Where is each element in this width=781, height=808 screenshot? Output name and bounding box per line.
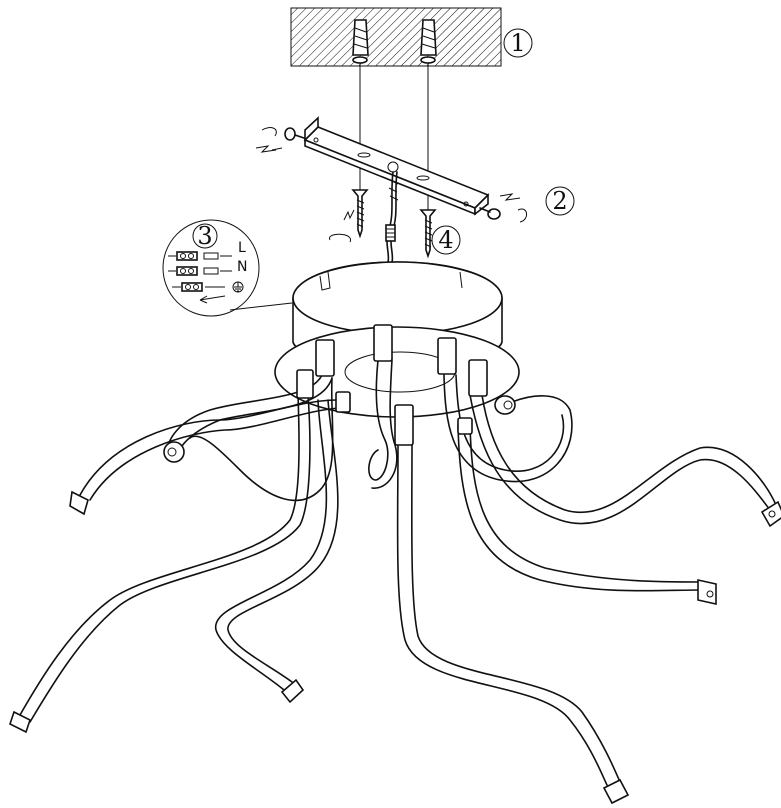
arm-4 <box>69 399 341 516</box>
arm-8 <box>469 394 781 528</box>
mounting-bracket <box>303 116 490 216</box>
arm-6 <box>396 444 630 805</box>
terminal-block-live <box>168 251 232 261</box>
arm-9 <box>457 424 717 605</box>
neutral-label: N <box>237 259 247 275</box>
step-3-number: 3 <box>197 222 212 250</box>
arm-7 <box>443 374 573 483</box>
step-1-number: 1 <box>510 29 525 57</box>
earth-ground-icon <box>232 281 244 293</box>
arm-2 <box>9 394 311 734</box>
step-4-marker: 4 <box>431 225 461 255</box>
wood-screw-left <box>329 189 369 243</box>
step-2-number: 2 <box>552 187 567 215</box>
wall-plug-left <box>352 19 369 64</box>
side-screw-left <box>255 127 305 153</box>
wall-plug-right <box>420 19 437 64</box>
supply-wire <box>385 171 399 263</box>
step-1-marker: 1 <box>503 28 533 58</box>
step-4-number: 4 <box>438 226 453 254</box>
step-2-marker: 2 <box>545 186 575 216</box>
terminal-block-neutral <box>168 266 232 276</box>
ceiling <box>290 7 502 67</box>
live-label: L <box>238 240 246 256</box>
arm-sockets <box>296 324 488 446</box>
light-arms <box>9 359 781 805</box>
side-screw-right <box>479 193 527 223</box>
arm-3 <box>215 399 339 704</box>
terminal-block-earth <box>172 282 225 292</box>
arm-1 <box>163 374 334 502</box>
wood-screw-right <box>419 209 437 259</box>
wiring-callout: 3 L N <box>162 219 293 317</box>
